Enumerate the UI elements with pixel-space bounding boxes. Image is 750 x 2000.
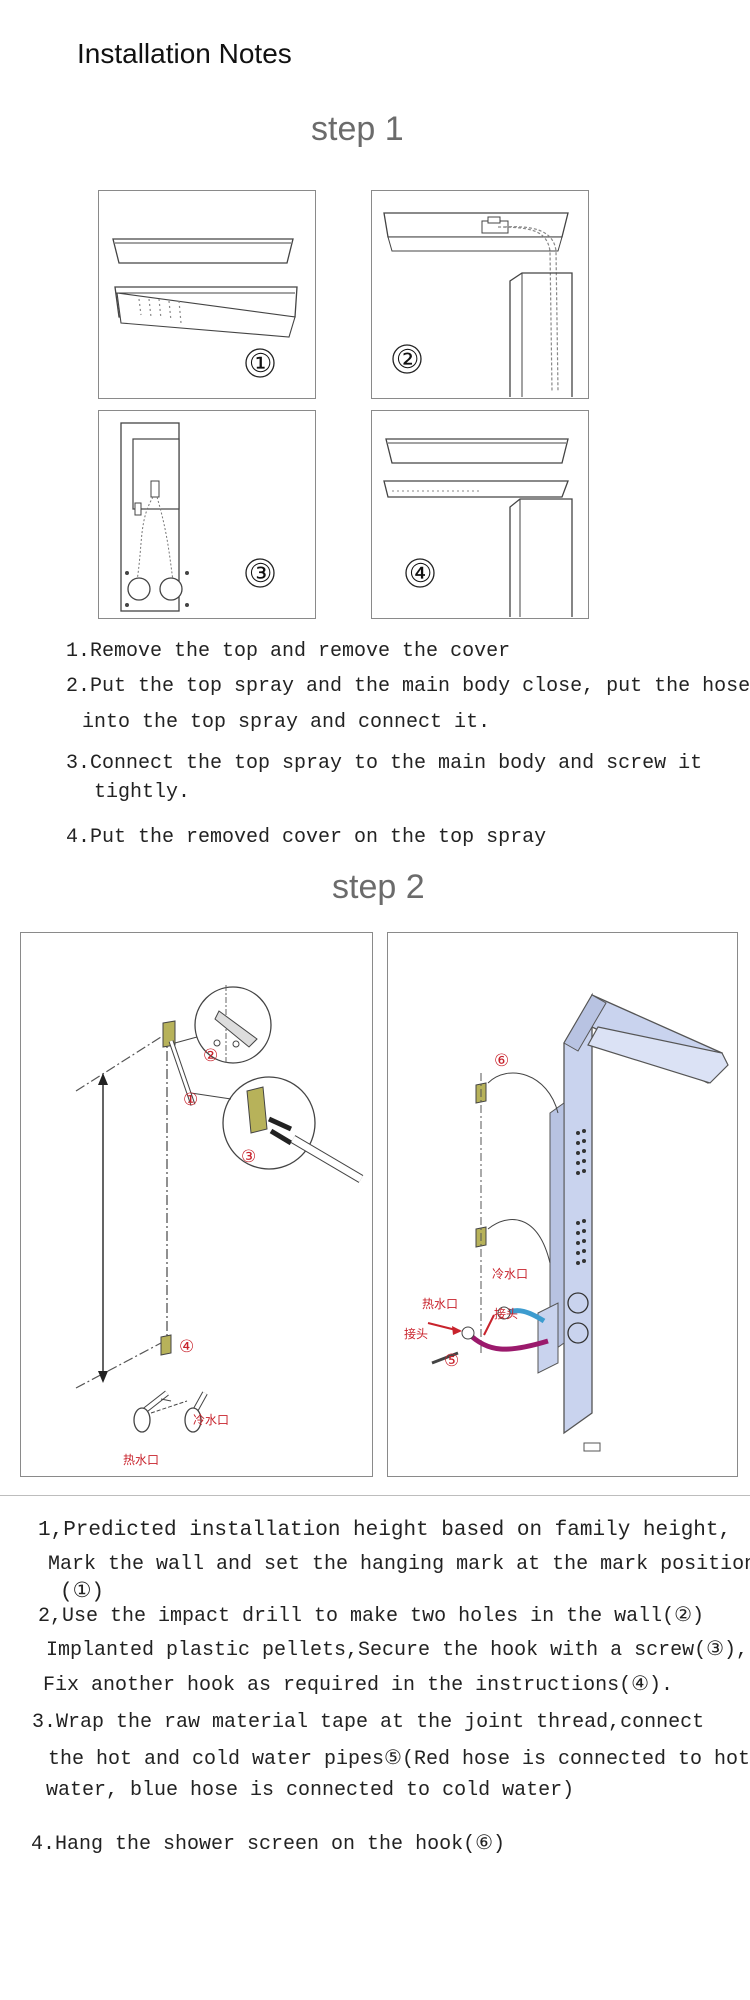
- page-title: Installation Notes: [77, 38, 292, 69]
- connector-label: 接头: [404, 1327, 429, 1341]
- step2-note-2-cont: Implanted plastic pellets,Secure the hoo…: [46, 1639, 749, 1662]
- panel-number: ①: [249, 348, 273, 378]
- step1-heading: step 1: [311, 110, 404, 148]
- step2-note-3-cont2: water, blue hose is connected to cold wa…: [46, 1779, 575, 1802]
- step2-note-1-ref: (①): [60, 1581, 105, 1604]
- step1-note-3: 3.Connect the top spray to the main body…: [66, 752, 703, 775]
- step2-note-3: 3.Wrap the raw material tape at the join…: [32, 1711, 705, 1734]
- cold-water-inlet-label: 冷水口: [193, 1413, 230, 1427]
- step2-note-1: 1,Predicted installation height based on…: [38, 1519, 732, 1542]
- step1-note-2: 2.Put the top spray and the main body cl…: [66, 675, 750, 698]
- hot-water-inlet-label: 热水口: [422, 1297, 459, 1311]
- wall-marking-hook-illustration: [75, 985, 364, 1433]
- step2-note-4: 4.Hang the shower screen on the hook(⑥): [31, 1833, 506, 1856]
- step2-note-1-cont: Mark the wall and set the hanging mark a…: [48, 1553, 750, 1576]
- label-3: ③: [241, 1147, 257, 1166]
- step1-note-3-cont: tightly.: [94, 781, 191, 804]
- step2-panel-left: ② ① ③ ④ 冷水口 热水口: [20, 932, 373, 1477]
- connector-label: 接头: [494, 1307, 519, 1321]
- label-6: ⑥: [494, 1051, 510, 1070]
- step2-note-2: 2,Use the impact drill to make two holes…: [38, 1605, 705, 1628]
- label-4: ④: [179, 1337, 195, 1356]
- step1-panel-3: ③: [98, 410, 316, 619]
- step2-panel-right: ⑥ 冷水口 热水口 接头 接头 ⑤: [387, 932, 738, 1477]
- panel-number: ②: [396, 344, 420, 374]
- step2-note-3-cont: the hot and cold water pipes⑤(Red hose i…: [48, 1748, 750, 1771]
- step1-note-4: 4.Put the removed cover on the top spray: [66, 826, 547, 849]
- step2-note-2-cont2: Fix another hook as required in the inst…: [43, 1674, 674, 1697]
- label-5: ⑤: [444, 1351, 460, 1370]
- step1-note-1: 1.Remove the top and remove the cover: [66, 640, 511, 663]
- cold-water-inlet-label: 冷水口: [492, 1267, 529, 1281]
- section-divider: [0, 1495, 750, 1496]
- panel-number: ④: [409, 558, 433, 588]
- label-2: ②: [203, 1046, 219, 1065]
- step1-note-2-cont: into the top spray and connect it.: [82, 711, 491, 734]
- label-1: ①: [183, 1090, 199, 1109]
- step1-panel-1: ①: [98, 190, 316, 399]
- step1-panel-2: ②: [371, 190, 589, 399]
- hang-shower-panel-illustration: [427, 992, 729, 1452]
- hose-into-top-spray-illustration: [383, 212, 573, 397]
- screw-top-spray-illustration: [120, 422, 275, 612]
- cover-on-top-spray-illustration: [383, 438, 573, 617]
- top-spray-cover-illustration: [112, 238, 298, 378]
- hot-water-inlet-label: 热水口: [123, 1453, 160, 1467]
- step1-panel-4: ④: [371, 410, 589, 619]
- panel-number: ③: [249, 558, 273, 588]
- step2-heading: step 2: [332, 868, 425, 906]
